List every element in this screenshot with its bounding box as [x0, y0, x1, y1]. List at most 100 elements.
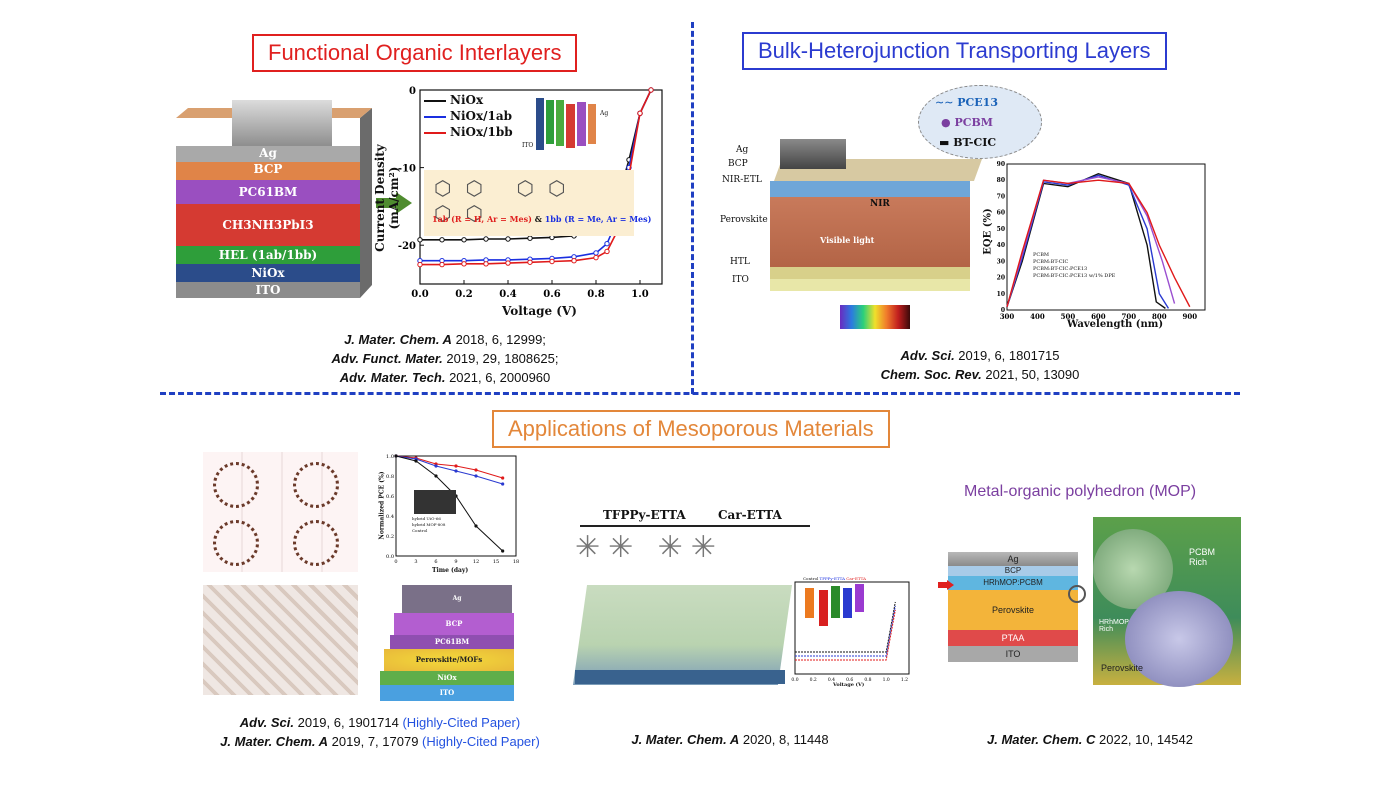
label-ag: Ag [736, 145, 749, 155]
mini-series-2 [795, 609, 896, 661]
mof-structure-1 [203, 452, 358, 572]
jv-xtick-label: 0.8 [587, 289, 604, 300]
citation-6: Adv. Sci. 2019, 6, 1901714 (Highly-Cited… [239, 715, 521, 730]
s3-bcp: BCP [394, 613, 514, 635]
eqe-legend-0: PCBM [1033, 252, 1049, 258]
eqe-series-3 [1006, 179, 1191, 308]
visible-light-label: Visible light [820, 235, 875, 245]
label-car-etta: Car-ETTA [718, 508, 782, 522]
zoom-label-hrhmop: HRhMOP Rich [1099, 619, 1129, 633]
stab-ytick-label: 0.6 [386, 494, 394, 500]
layer-ag: Ag [176, 146, 360, 162]
device-stack-1: Ag BCP PC61BM CH3NH3PbI3 HEL (1ab/1bb) N… [172, 100, 372, 305]
stab-point-0 [454, 464, 458, 468]
stab-series-1 [395, 455, 503, 485]
device-3d-2: Ag BCP NIR-ETL Perovskite HTL ITO NIR Vi… [720, 125, 983, 345]
label-nir-etl: NIR-ETL [722, 175, 762, 185]
underline-tfppy [580, 525, 700, 527]
eqe-ytick-label: 80 [997, 177, 1005, 184]
jv-frame [419, 89, 663, 285]
layer-ito: ITO [176, 282, 360, 298]
mini-series-1 [795, 605, 896, 657]
mini-xtick-label: 1.0 [883, 677, 890, 683]
jv-point-2 [571, 258, 577, 264]
stab-xtick-label: 12 [473, 559, 479, 565]
mini-energy-bar-4 [855, 584, 864, 612]
jv-point-2 [637, 110, 643, 116]
citations-panel5: J. Mater. Chem. C 2022, 10, 14542 [960, 730, 1220, 749]
nir-etl-layer [770, 181, 970, 197]
stab-point-0 [501, 476, 505, 480]
stability-legend: hybrid UiO-66 hybrid MOF-808 Control [412, 516, 445, 534]
legend-niox-1bb: NiOx/1bb [424, 124, 513, 140]
s5-bcp: BCP [948, 566, 1078, 576]
device-stack-3: Ag BCP PC61BM Perovskite/MOFs NiOx ITO [380, 585, 530, 705]
citations-panel3: Adv. Sci. 2019, 6, 1901714 (Highly-Cited… [180, 713, 580, 751]
ag-block [232, 100, 332, 146]
mof-ring-1 [213, 462, 259, 508]
s3-ito: ITO [380, 685, 514, 701]
mop-zoom-box: PCBM Rich HRhMOP Rich Perovskite [1093, 517, 1241, 687]
stab-point-1 [434, 464, 438, 468]
underline-car [700, 525, 810, 527]
energy-label-ag: Ag [600, 110, 609, 117]
eqe-ytick-label: 30 [997, 258, 1005, 265]
ito-layer [770, 279, 970, 291]
layer-bcp: BCP [176, 162, 360, 180]
eqe-xtick-label: 600 [1091, 312, 1106, 321]
jv-xtick-label: 0.2 [455, 289, 472, 300]
molecule-inset: ⬡⬡ ⬡⬡ ⬡⬡ 1ab (R = H, Ar = Mes) & 1bb (R … [424, 170, 651, 236]
jv-ytick-label: 0 [409, 86, 416, 97]
eqe-ytick-label: 40 [997, 242, 1005, 249]
stab-xtick-label: 0 [394, 559, 397, 565]
jv-point-2 [417, 261, 423, 268]
jv-point-0 [461, 237, 467, 243]
energy-bar-perovskite [566, 104, 575, 148]
stab-xtick-label: 6 [434, 559, 437, 565]
red-pointer-arrow [938, 580, 954, 590]
eqe-ytick-label: 0 [1001, 307, 1005, 314]
perovskite-layer [770, 197, 970, 267]
layer-hel: HEL (1ab/1bb) [176, 246, 360, 264]
eqe-ytick-label: 20 [997, 275, 1005, 282]
jv-point-0 [417, 237, 423, 243]
citation-1: J. Mater. Chem. A 2018, 6, 12999; [344, 332, 546, 347]
mini-energy-bar-2 [831, 586, 840, 618]
jv-legend: NiOx NiOx/1ab NiOx/1bb [424, 92, 513, 140]
eqe-xtick-label: 700 [1122, 312, 1137, 321]
mof-ring-2 [293, 462, 339, 508]
eqe-ytick-label: 90 [997, 161, 1005, 168]
stab-point-2 [434, 474, 438, 478]
bulk-title: Bulk-Heterojunction Transporting Layers [742, 32, 1167, 70]
jv-point-2 [505, 260, 511, 266]
bubble-btcic: ▬ BT-CIC [939, 136, 997, 149]
energy-bar-1ab [546, 100, 554, 144]
mini-energy-bar-0 [805, 588, 814, 618]
label-ito: ITO [732, 275, 749, 285]
label-tfppy-etta: TFPPy-ETTA [603, 508, 686, 522]
citations-panel2: Adv. Sci. 2019, 6, 1801715 Chem. Soc. Re… [860, 346, 1100, 384]
stab-xtick-label: 9 [454, 559, 457, 565]
molecule-structures: ⬡⬡ ⬡⬡ ⬡⬡ [434, 178, 580, 225]
s3-niox: NiOx [380, 671, 514, 685]
magnifier-icon [1068, 585, 1086, 603]
mof-ring-4 [293, 520, 339, 566]
mini-legend: Control TFPPy-ETTA Car-ETTA [803, 576, 866, 581]
eqe-ytick-label: 70 [997, 193, 1005, 200]
bubble-pce13: ∼∼ PCE13 [935, 96, 998, 109]
eqe-legend: PCBM PCBM:BT-CIC PCBM:BT-CIC:PCE13 PCBM:… [1033, 252, 1115, 280]
zoom-label-perovskite: Perovskite [1101, 663, 1144, 673]
layer-niox: NiOx [176, 264, 360, 282]
stab-xtick-label: 3 [414, 559, 417, 565]
label-bcp: BCP [728, 159, 748, 169]
citation-9: J. Mater. Chem. C 2022, 10, 14542 [987, 732, 1193, 747]
mini-legend-2: Car-ETTA [846, 576, 866, 581]
stability-legend-0: hybrid UiO-66 [412, 516, 441, 521]
eqe-legend-2: PCBM:BT-CIC:PCE13 [1033, 266, 1088, 272]
jv-point-2 [604, 248, 610, 255]
